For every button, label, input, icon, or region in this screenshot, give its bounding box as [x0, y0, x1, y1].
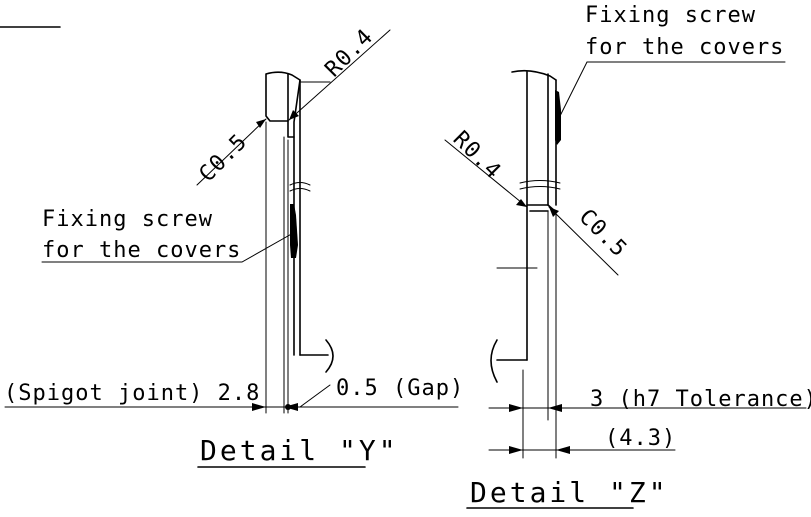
detail-y-gap-leader [299, 384, 331, 408]
detail-z-screw-label-line2: for the covers [585, 35, 784, 60]
detail-y-screw-leader [41, 231, 296, 263]
detail-z-title: Detail "Z" [470, 476, 669, 509]
detail-z-overall-arrow-left [509, 446, 523, 454]
detail-z-screw-leader [557, 61, 786, 121]
detail-z-chamfer-label: C0.5 [574, 205, 632, 263]
detail-y-gap-dim: 0.5 (Gap) [336, 376, 464, 401]
detail-z-chamfer-arrow [549, 207, 559, 217]
detail-z-tol-arrow-right [548, 404, 562, 412]
detail-y-dim-dot [285, 404, 291, 410]
detail-y-part-outline [265, 71, 301, 138]
detail-y-chamfer-arrow [256, 119, 266, 128]
detail-y-break-mark [289, 182, 311, 192]
detail-z: R0.4 C0.5 Fixing screw for the covers 3 … [444, 3, 811, 509]
detail-z-overall-dim: (4.3) [605, 426, 676, 451]
detail-z-radius-leader [444, 139, 528, 208]
detail-y-dim-arrow-left [252, 403, 266, 411]
detail-z-chamfer-leader [548, 206, 619, 276]
detail-z-radius-label: R0.4 [448, 127, 506, 185]
detail-z-radius-arrow [516, 199, 527, 207]
detail-z-screw-head [555, 90, 561, 145]
detail-z-tolerance-dim: 3 (h7 Tolerance) [590, 387, 811, 412]
detail-z-break-line [490, 339, 498, 383]
detail-y-chamfer-leader [196, 118, 267, 186]
detail-y-title: Detail "Y" [200, 434, 399, 467]
detail-y-chamfer-label: C0.5 [195, 129, 253, 187]
detail-z-part-outline [511, 69, 557, 81]
detail-y-screw-head [290, 204, 298, 258]
detail-z-screw-label-line1: Fixing screw [585, 3, 756, 28]
detail-y-radius-arrow [289, 110, 299, 120]
detail-z-break-mark [519, 180, 561, 190]
detail-y-screw-label-line1: Fixing screw [42, 207, 213, 232]
detail-y-radius-leader [288, 29, 391, 121]
detail-z-tol-arrow-left [509, 404, 523, 412]
detail-y-radius-label: R0.4 [321, 24, 379, 82]
detail-y-screw-label-line2: for the covers [42, 238, 241, 263]
detail-y-spigot-dim: (Spigot joint) 2.8 [4, 381, 260, 406]
detail-y-break-line [325, 339, 334, 373]
detail-y: C0.5 R0.4 Fixing screw for the covers (S… [4, 24, 464, 468]
detail-z-overall-arrow-right [556, 446, 570, 454]
